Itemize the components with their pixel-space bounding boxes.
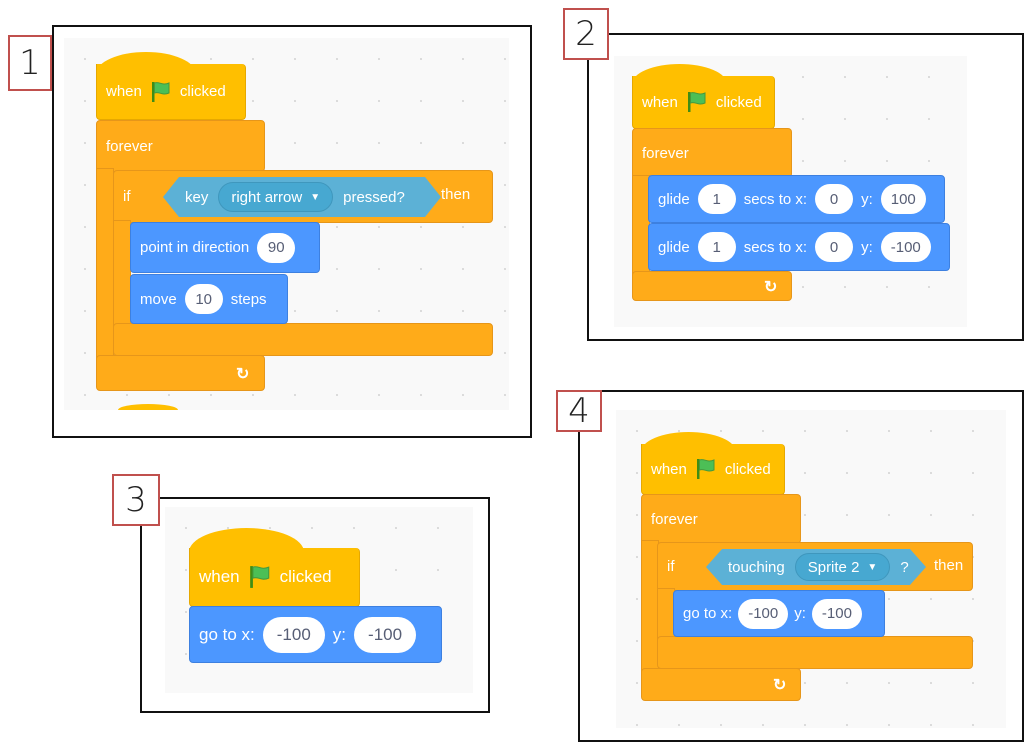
panel-2-label: 2 — [563, 8, 609, 60]
x-input[interactable]: 0 — [815, 232, 854, 262]
then-label: then — [441, 186, 471, 203]
y-input[interactable]: -100 — [811, 598, 862, 629]
forever-bottom — [641, 668, 801, 701]
forever-arm — [96, 168, 114, 360]
loop-arrow-icon: ↻ — [773, 677, 787, 694]
forever-bottom — [96, 355, 265, 391]
loop-arrow-icon: ↻ — [764, 279, 778, 296]
steps-input[interactable]: 10 — [184, 284, 223, 314]
panel-3-label: 3 — [112, 474, 160, 526]
green-flag-icon — [249, 565, 271, 589]
touching-dropdown[interactable]: Sprite 2▼ — [795, 553, 891, 581]
dropdown-caret-icon: ▼ — [867, 561, 878, 573]
y-input[interactable]: 100 — [880, 184, 926, 214]
if-arm — [113, 220, 131, 328]
x-input[interactable]: -100 — [738, 598, 789, 629]
forever-bottom — [632, 271, 792, 301]
x-input[interactable]: -100 — [262, 616, 325, 653]
direction-input[interactable]: 90 — [257, 232, 296, 263]
secs-input[interactable]: 1 — [697, 232, 736, 262]
green-flag-icon — [151, 81, 171, 103]
y-input[interactable]: -100 — [354, 616, 417, 653]
partial-hat-block — [118, 404, 178, 410]
secs-input[interactable]: 1 — [697, 184, 736, 214]
forever-block[interactable]: forever — [641, 494, 801, 544]
key-pressed-sensing[interactable]: key right arrow▼ pressed? — [163, 177, 441, 217]
x-input[interactable]: 0 — [815, 184, 854, 214]
dropdown-caret-icon: ▼ — [310, 191, 321, 203]
panel-1-label: 1 — [8, 35, 52, 91]
if-bottom — [657, 636, 973, 669]
forever-block[interactable]: forever — [632, 128, 792, 178]
forever-block[interactable]: forever — [96, 120, 265, 172]
panel-4-label: 4 — [556, 390, 602, 432]
green-flag-icon — [687, 91, 707, 113]
loop-arrow-icon: ↻ — [236, 366, 250, 383]
key-dropdown[interactable]: right arrow▼ — [218, 182, 333, 212]
green-flag-icon — [696, 458, 716, 480]
touching-sensing[interactable]: touching Sprite 2▼ ? — [706, 549, 926, 585]
if-bottom — [113, 323, 493, 356]
then-label: then — [934, 557, 964, 574]
y-input[interactable]: -100 — [880, 232, 931, 262]
